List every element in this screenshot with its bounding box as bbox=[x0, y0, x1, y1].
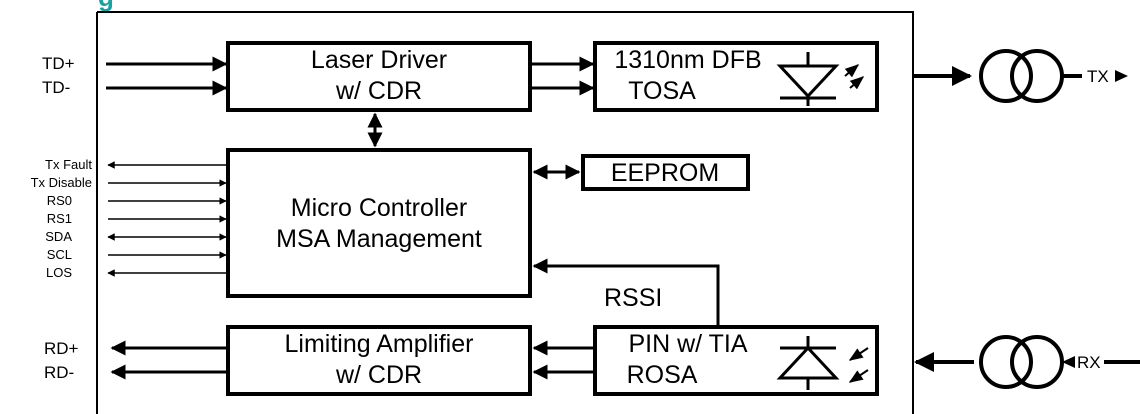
rx-label: RX bbox=[1077, 353, 1101, 372]
pin-label-sda: SDA bbox=[45, 229, 72, 244]
rosa-label-2: ROSA bbox=[627, 361, 698, 389]
tosa-label-2: TOSA bbox=[628, 77, 696, 105]
limiting-amplifier-label-2: w/ CDR bbox=[335, 361, 422, 389]
tx-label: TX bbox=[1087, 67, 1109, 86]
micro-controller-label-1: Micro Controller bbox=[291, 194, 467, 222]
module-outline bbox=[96, 11, 914, 414]
rosa-label-1: PIN w/ TIA bbox=[628, 330, 747, 358]
micro-controller-block bbox=[226, 148, 532, 298]
rx-connector-icon bbox=[979, 335, 1064, 389]
tx-arrow-icon bbox=[1115, 70, 1128, 82]
pin-label-los: LOS bbox=[46, 265, 72, 280]
photodiode-icon bbox=[776, 336, 869, 390]
micro-controller-label-2: MSA Management bbox=[276, 225, 482, 253]
rssi-line bbox=[532, 258, 720, 325]
pin-label-tx-disable: Tx Disable bbox=[31, 175, 92, 190]
tx-connector-icon bbox=[979, 49, 1082, 103]
laser-diode-icon bbox=[776, 52, 865, 106]
td-minus-label: TD- bbox=[42, 78, 70, 97]
control-pin-labels: Tx Fault Tx Disable RS0 RS1 SDA SCL LOS bbox=[31, 157, 93, 280]
rssi-label: RSSI bbox=[604, 284, 662, 312]
eeprom-block bbox=[581, 154, 750, 191]
rosa-block bbox=[593, 325, 879, 396]
td-plus-label: TD+ bbox=[42, 54, 75, 73]
pin-label-tx-fault: Tx Fault bbox=[45, 157, 92, 172]
laser-driver-label-1: Laser Driver bbox=[311, 46, 447, 74]
pin-label-scl: SCL bbox=[47, 247, 72, 262]
heading-fragment: g bbox=[98, 0, 114, 12]
rx-arrow-icon bbox=[1062, 356, 1075, 368]
pin-label-rs1: RS1 bbox=[47, 211, 72, 226]
rd-plus-label: RD+ bbox=[44, 339, 79, 358]
pin-label-rs0: RS0 bbox=[47, 193, 72, 208]
tosa-label-1: 1310nm DFB bbox=[614, 46, 761, 74]
limiting-amplifier-label-1: Limiting Amplifier bbox=[285, 330, 474, 358]
laser-driver-label-2: w/ CDR bbox=[335, 77, 422, 105]
laser-driver-block bbox=[226, 41, 532, 112]
rd-minus-label: RD- bbox=[44, 363, 74, 382]
limiting-amplifier-block bbox=[226, 325, 532, 396]
eeprom-label: EEPROM bbox=[611, 159, 719, 187]
